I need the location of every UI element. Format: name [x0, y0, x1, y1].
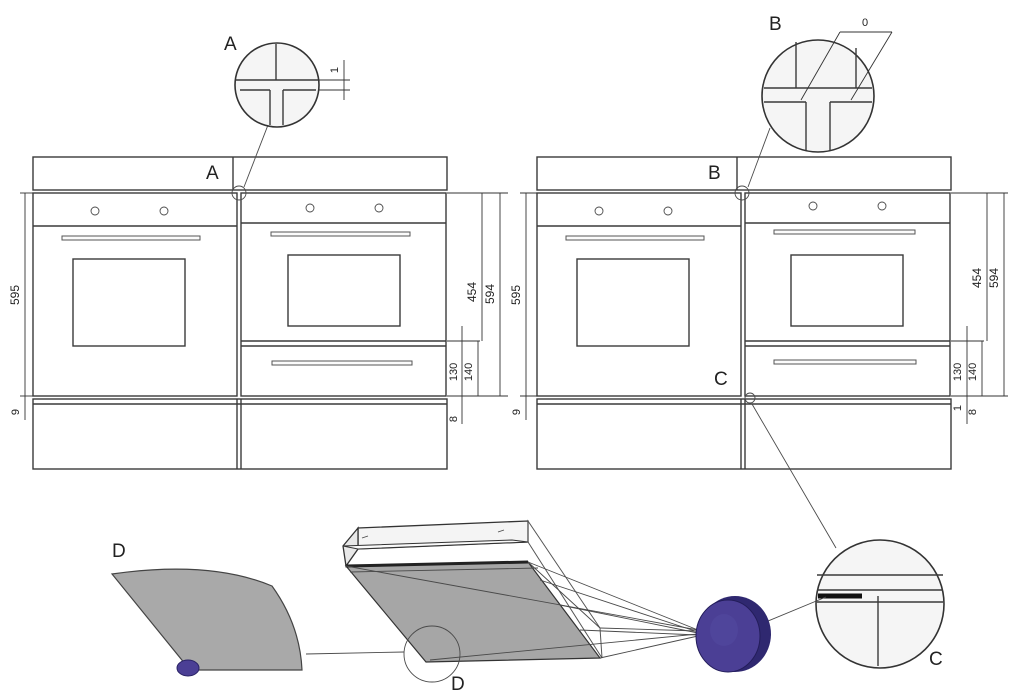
drawer-isometric: D: [305, 519, 699, 695]
dim-595-right: 595: [509, 285, 523, 305]
right-elevation: 595 9 454 594 130 140 1 8 B C: [509, 127, 1008, 549]
dim-9-right: 9: [511, 409, 523, 415]
dim-9-left: 9: [10, 409, 22, 415]
dim-454-left: 454: [465, 282, 479, 302]
dim-594-left: 594: [483, 284, 497, 304]
dim-454-right: 454: [970, 268, 984, 288]
label-c-small: C: [714, 369, 728, 390]
label-a-small: A: [206, 163, 219, 184]
label-d-large: D: [112, 541, 126, 562]
label-b-small: B: [708, 163, 721, 184]
dim-594-right: 594: [987, 268, 1001, 288]
label-b-large: B: [769, 14, 782, 35]
dim-140-left: 140: [463, 363, 475, 381]
detail-c-marker: [744, 392, 756, 404]
dim-8-right: 8: [967, 409, 979, 415]
dim-595-left: 595: [8, 285, 22, 305]
dim-140-right: 140: [967, 363, 979, 381]
dim-130-right: 130: [952, 363, 964, 381]
detail-d-marker: [403, 625, 461, 683]
left-elevation: 595 9 454 594 130 140 8 A: [8, 124, 508, 470]
detail-a-magnifier: A 1: [224, 34, 350, 128]
left-base-cabinets: [32, 398, 448, 470]
right-oven-built-in: [536, 192, 742, 397]
dim-130-left: 130: [448, 363, 460, 381]
detail-b-magnifier: B 0: [761, 14, 893, 153]
detail-d-sector: D: [110, 541, 303, 677]
detail-b-marker: [734, 185, 750, 201]
label-c-large: C: [929, 649, 943, 670]
detail-c-magnifier: C: [755, 539, 945, 670]
label-d-small: D: [451, 674, 465, 695]
dim-1-right: 1: [952, 405, 964, 411]
dim-1-detail-a: 1: [329, 67, 341, 73]
drawer-handle: [271, 360, 413, 366]
right-countertop: [536, 156, 952, 191]
oven-window: [72, 258, 186, 347]
knob-3d: [695, 596, 771, 673]
label-a-large: A: [224, 34, 237, 55]
right-base-cabinets: [536, 398, 952, 470]
dim-8-left: 8: [448, 416, 460, 422]
left-countertop: [32, 156, 448, 191]
detail-a-marker: [231, 185, 247, 201]
left-oven-built-in: [32, 192, 238, 397]
dim-0-detail-b: 0: [862, 17, 868, 29]
